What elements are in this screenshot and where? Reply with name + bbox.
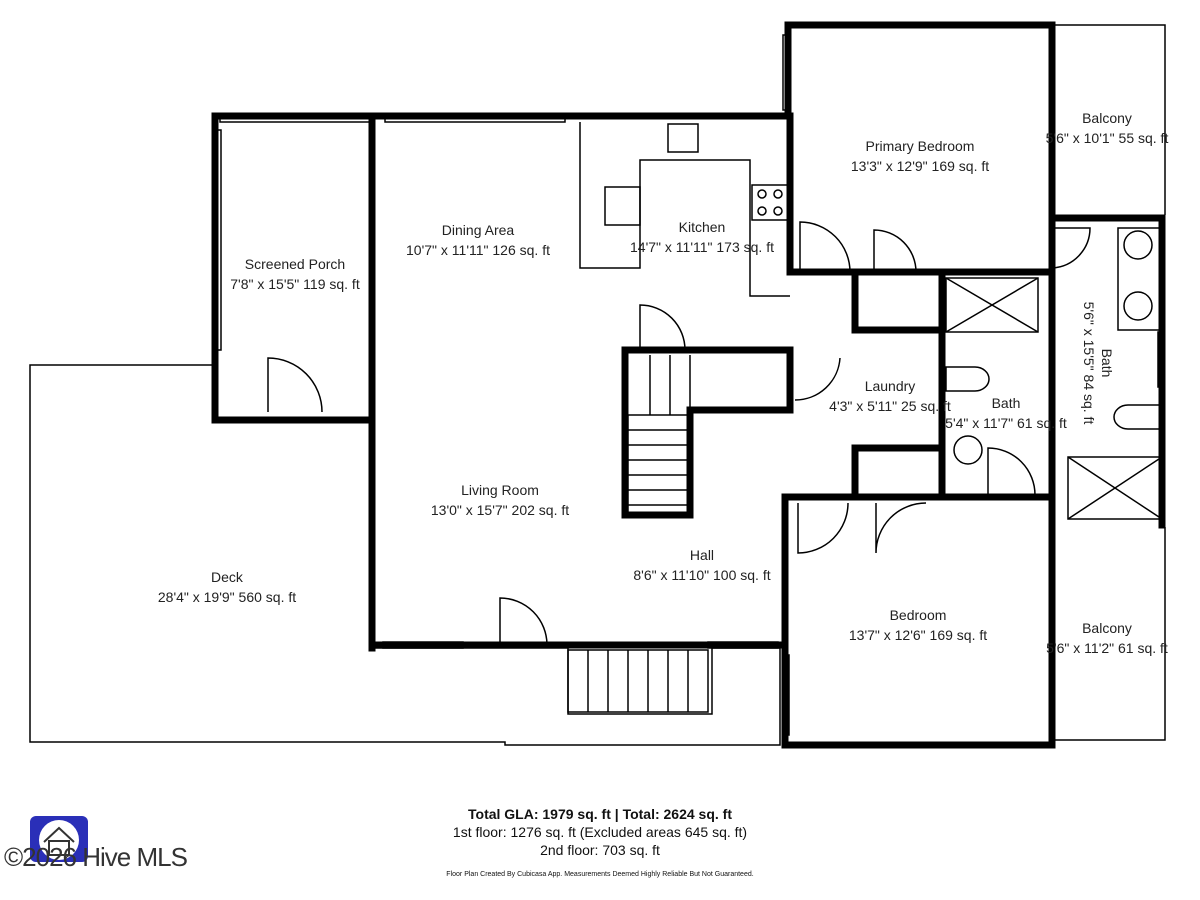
stove-icon [751, 184, 789, 221]
disclaimer: Floor Plan Created By Cubicasa App. Meas… [446, 871, 754, 878]
kitchen-counter [579, 122, 790, 297]
room-dims: 28'4" x 19'9" 560 sq. ft [157, 589, 297, 605]
sink-icon [1123, 230, 1153, 260]
balcony-bottom-outline [1052, 527, 1166, 741]
walls [211, 21, 1166, 749]
room-label-balcony-lower: Balcony 5'6" x 11'2" 61 sq. ft [1046, 618, 1168, 658]
toilet-icon [1113, 404, 1161, 430]
room-dims: 4'3" x 5'11" 25 sq. ft [829, 398, 951, 414]
sink-icon [667, 123, 699, 153]
thin-outlines [29, 24, 1166, 746]
room-label-bedroom: Bedroom 13'7" x 12'6" 169 sq. ft [849, 605, 987, 645]
door-swing [799, 221, 851, 273]
room-name: Bath [1099, 348, 1115, 378]
room-dims: 14'7" x 11'11" 173 sq. ft [630, 239, 774, 255]
room-name: Living Room [461, 482, 539, 498]
room-dims: 10'7" x 11'11" 126 sq. ft [406, 242, 550, 258]
stair-treads [587, 650, 689, 712]
sink-icon [953, 435, 983, 465]
room-label-living-room: Living Room 13'0" x 15'7" 202 sq. ft [431, 480, 569, 520]
room-name: Screened Porch [244, 256, 346, 272]
door-swing [875, 502, 927, 554]
room-name: Balcony [1082, 620, 1132, 636]
door-swing [794, 357, 841, 401]
room-name: Laundry [864, 378, 916, 394]
door-swing [639, 304, 686, 351]
exterior-stairs [567, 649, 709, 713]
total-area: Total GLA: 1979 sq. ft | Total: 2624 sq.… [468, 806, 732, 822]
room-label-balcony-upper: Balcony 5'6" x 10'1" 55 sq. ft [1046, 108, 1169, 148]
room-dims: 5'6" x 15'5" 84 sq. ft [1081, 301, 1097, 425]
room-name: Balcony [1082, 110, 1132, 126]
second-floor-area: 2nd floor: 703 sq. ft [540, 842, 660, 858]
room-label-primary-bedroom: Primary Bedroom 13'3" x 12'9" 169 sq. ft [851, 136, 989, 176]
room-label-dining-area: Dining Area 10'7" x 11'11" 126 sq. ft [406, 220, 550, 260]
door-swing [267, 357, 323, 413]
interior-stair-treads [628, 355, 691, 506]
room-name: Bath [991, 395, 1021, 411]
room-label-bath: Bath 5'4" x 11'7" 61 sq. ft [945, 393, 1067, 433]
room-label-screened-porch: Screened Porch 7'8" x 15'5" 119 sq. ft [230, 254, 359, 294]
balcony-top-outline [1052, 24, 1166, 215]
room-label-laundry: Laundry 4'3" x 5'11" 25 sq. ft [829, 376, 951, 416]
room-label-hall: Hall 8'6" x 11'10" 100 sq. ft [633, 545, 770, 585]
room-dims: 7'8" x 15'5" 119 sq. ft [230, 276, 360, 292]
room-dims: 5'4" x 11'7" 61 sq. ft [945, 415, 1067, 431]
room-dims: 5'6" x 10'1" 55 sq. ft [1045, 130, 1169, 146]
shower-upper [945, 277, 1039, 333]
hive-mls-logo-icon [30, 816, 88, 862]
door-swing [1051, 227, 1091, 270]
watermark: ©2026 Hive MLS [4, 842, 188, 872]
room-label-kitchen: Kitchen 14'7" x 11'11" 173 sq. ft [630, 217, 774, 257]
door-swing [499, 597, 548, 646]
door-swing [797, 502, 849, 554]
kitchen-island [604, 186, 641, 226]
door-swing [873, 229, 917, 273]
room-name: Hall [689, 547, 715, 563]
room-dims: 5'6" x 11'2" 61 sq. ft [1046, 640, 1168, 656]
door-swing [987, 447, 1036, 496]
sink-icon [1123, 291, 1153, 321]
room-name: Kitchen [678, 219, 726, 235]
room-name: Primary Bedroom [865, 138, 975, 154]
room-dims: 13'3" x 12'9" 169 sq. ft [850, 158, 990, 174]
room-name: Deck [211, 569, 243, 585]
room-name: Dining Area [441, 222, 515, 238]
first-floor-area: 1st floor: 1276 sq. ft (Excluded areas 6… [452, 824, 748, 840]
room-label-deck: Deck 28'4" x 19'9" 560 sq. ft [158, 567, 296, 607]
toilet-icon [945, 366, 990, 392]
room-dims: 13'7" x 12'6" 169 sq. ft [848, 627, 988, 643]
room-name: Bedroom [889, 607, 947, 623]
room-dims: 13'0" x 15'7" 202 sq. ft [430, 502, 570, 518]
room-dims: 8'6" x 11'10" 100 sq. ft [633, 567, 771, 583]
